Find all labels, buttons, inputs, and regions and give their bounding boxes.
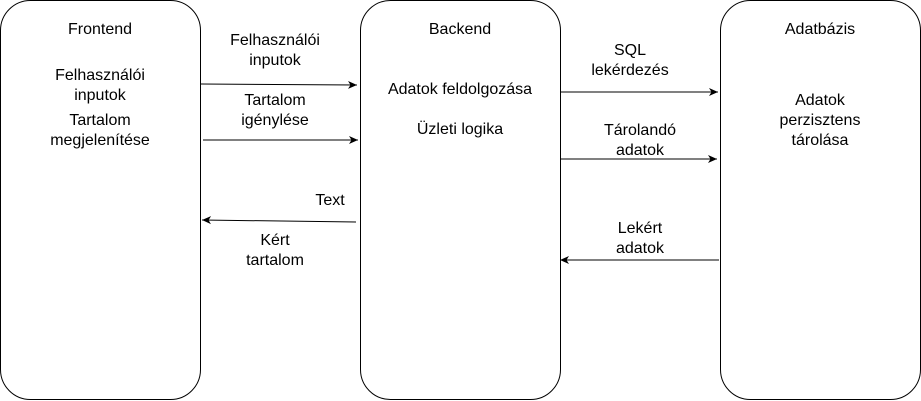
label-requested-content: Kért tartalom bbox=[246, 232, 304, 269]
backend-item-business-logic: Üzleti logika bbox=[416, 121, 504, 138]
frontend-item-content-display: Tartalom megjelenítése bbox=[50, 112, 150, 149]
frontend-box bbox=[0, 0, 201, 400]
label-sql-query: SQL lekérdezés bbox=[591, 42, 669, 79]
arrow-user-inputs bbox=[200, 80, 358, 89]
backend-box bbox=[360, 0, 561, 400]
database-item-persistent-storage: Adatok perzisztens tárolása bbox=[779, 92, 861, 149]
backend-item-data-processing: Adatok feldolgozása bbox=[387, 81, 533, 98]
database-title: Adatbázis bbox=[784, 21, 856, 38]
arrow-requested-content bbox=[201, 216, 357, 225]
backend-title: Backend bbox=[428, 21, 492, 38]
label-data-to-store: Tárolandó adatok bbox=[603, 122, 677, 159]
label-text: Text bbox=[315, 192, 345, 209]
label-fetched-data: Lekért adatok bbox=[615, 220, 665, 257]
label-content-request: Tartalom igénylése bbox=[241, 92, 309, 129]
database-box bbox=[720, 0, 921, 400]
frontend-title: Frontend bbox=[67, 21, 133, 38]
frontend-item-user-inputs: Felhasználói inputok bbox=[55, 67, 145, 104]
label-user-inputs: Felhasználói inputok bbox=[230, 32, 320, 69]
